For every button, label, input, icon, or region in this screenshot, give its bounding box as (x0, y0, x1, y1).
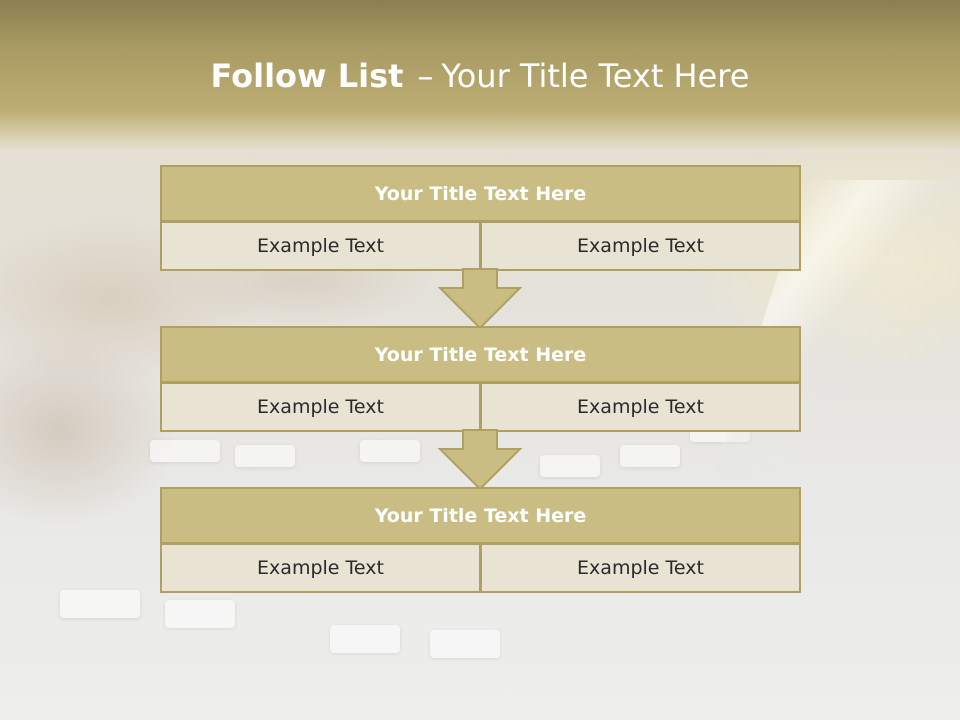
stage-2: Your Title Text Here Example Text Exampl… (160, 326, 801, 432)
title-dash: – (417, 57, 434, 95)
stage-cell-left: Example Text (160, 383, 481, 432)
stage-1: Your Title Text Here Example Text Exampl… (160, 165, 801, 271)
keyboard-key (540, 455, 600, 477)
header-band (0, 0, 960, 150)
title-rest: Your Title Text Here (441, 57, 750, 95)
stage-3: Your Title Text Here Example Text Exampl… (160, 487, 801, 593)
stage-cell-left: Example Text (160, 544, 481, 593)
stage-title: Your Title Text Here (160, 326, 801, 383)
down-arrow-icon (437, 268, 523, 330)
keyboard-key (235, 445, 295, 467)
title-bold: Follow List (210, 57, 404, 95)
keyboard-key (620, 445, 680, 467)
keyboard-key (150, 440, 220, 462)
keyboard-key (165, 600, 235, 628)
stage-cell-right: Example Text (480, 544, 801, 593)
keyboard-key (430, 630, 500, 658)
stage-title: Your Title Text Here (160, 487, 801, 544)
keyboard-key (60, 590, 140, 618)
stage-cell-right: Example Text (480, 222, 801, 271)
stage-cell-left: Example Text (160, 222, 481, 271)
slide-title: Follow List–Your Title Text Here (0, 52, 960, 100)
keyboard-key (360, 440, 420, 462)
down-arrow-icon (437, 429, 523, 491)
stage-cell-right: Example Text (480, 383, 801, 432)
keyboard-key (330, 625, 400, 653)
stage-title: Your Title Text Here (160, 165, 801, 222)
